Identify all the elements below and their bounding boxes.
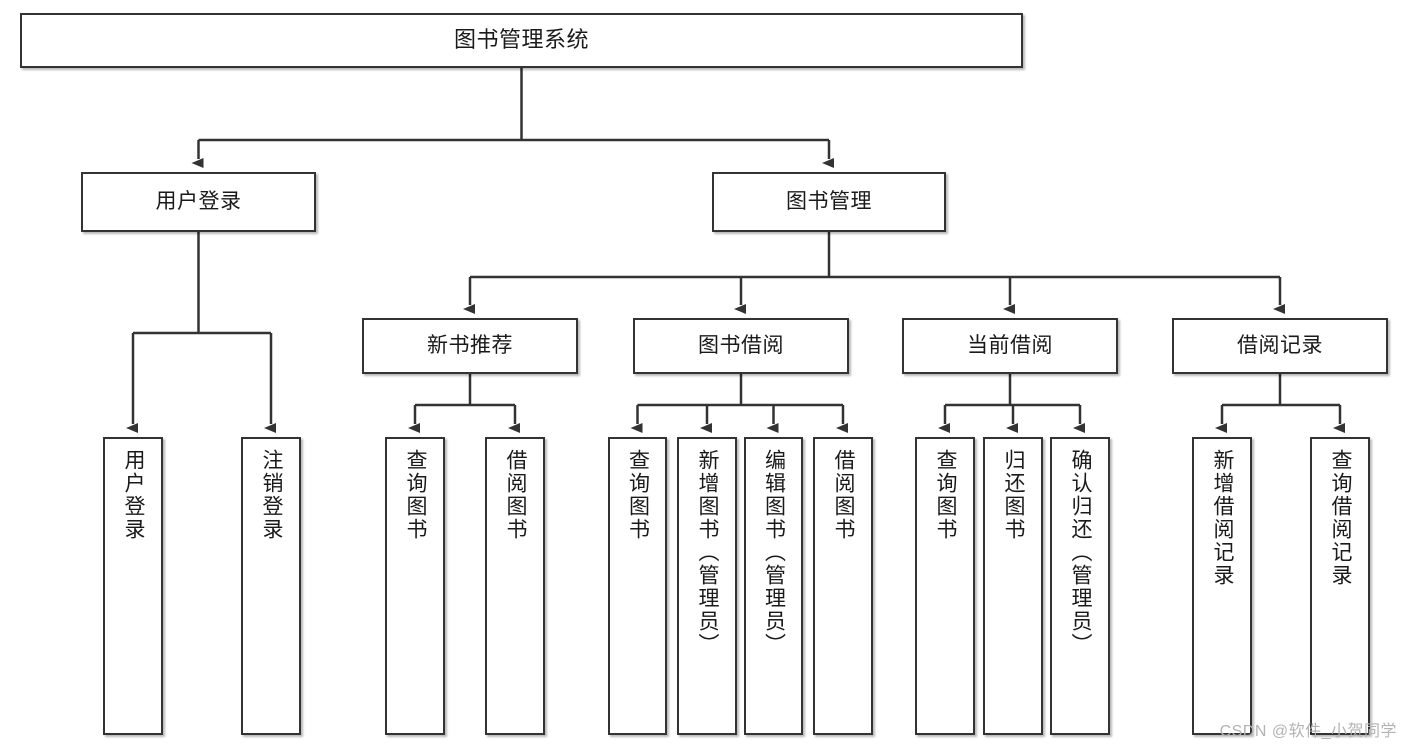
node-label: 借阅记录: [1237, 334, 1323, 358]
node-book-borrow[interactable]: 图书借阅: [633, 318, 849, 374]
watermark: CSDN @软件_小贺同学: [1219, 723, 1397, 740]
node-label: 确认归还（管理员）: [1069, 449, 1093, 656]
node-label: 查询图书: [934, 449, 958, 541]
node-leaf-br-add[interactable]: 新增借阅记录: [1192, 437, 1252, 735]
node-label: 查询借阅记录: [1329, 449, 1353, 587]
node-label: 当前借阅: [967, 334, 1053, 358]
node-label: 图书借阅: [698, 334, 784, 358]
node-label: 新增借阅记录: [1211, 449, 1235, 587]
node-label: 查询图书: [404, 449, 428, 541]
node-new-book-rec[interactable]: 新书推荐: [362, 318, 578, 374]
node-leaf-cb-query[interactable]: 查询图书: [915, 437, 975, 735]
node-leaf-user-login[interactable]: 用户登录: [103, 437, 163, 735]
node-leaf-rec-borrow[interactable]: 借阅图书: [485, 437, 545, 735]
node-leaf-cb-confirm[interactable]: 确认归还（管理员）: [1050, 437, 1110, 735]
node-leaf-cb-return[interactable]: 归还图书: [983, 437, 1043, 735]
node-leaf-bb-query[interactable]: 查询图书: [608, 437, 667, 735]
node-leaf-bb-edit[interactable]: 编辑图书（管理员）: [744, 437, 803, 735]
node-label: 图书管理: [786, 190, 872, 214]
node-label: 编辑图书（管理员）: [762, 449, 786, 656]
node-label: 图书管理系统: [453, 27, 589, 53]
node-leaf-rec-query[interactable]: 查询图书: [385, 437, 445, 735]
node-label: 归还图书: [1002, 449, 1026, 541]
node-leaf-bb-add[interactable]: 新增图书（管理员）: [677, 437, 737, 735]
node-label: 用户登录: [155, 190, 242, 214]
node-user-login[interactable]: 用户登录: [81, 172, 316, 232]
node-label: 用户登录: [122, 449, 146, 541]
node-book-manage[interactable]: 图书管理: [712, 172, 946, 232]
node-label: 查询图书: [626, 449, 650, 541]
node-leaf-bb-borrow[interactable]: 借阅图书: [813, 437, 873, 735]
node-label: 借阅图书: [832, 449, 856, 541]
node-label: 新增图书（管理员）: [696, 449, 720, 656]
node-current-borrow[interactable]: 当前借阅: [902, 318, 1118, 374]
node-root[interactable]: 图书管理系统: [20, 13, 1023, 68]
node-leaf-br-query[interactable]: 查询借阅记录: [1310, 437, 1370, 735]
node-label: 新书推荐: [427, 334, 513, 358]
node-label: 注销登录: [260, 449, 284, 541]
node-label: 借阅图书: [504, 449, 528, 541]
node-borrow-record[interactable]: 借阅记录: [1172, 318, 1388, 374]
node-leaf-user-logout[interactable]: 注销登录: [241, 437, 301, 735]
